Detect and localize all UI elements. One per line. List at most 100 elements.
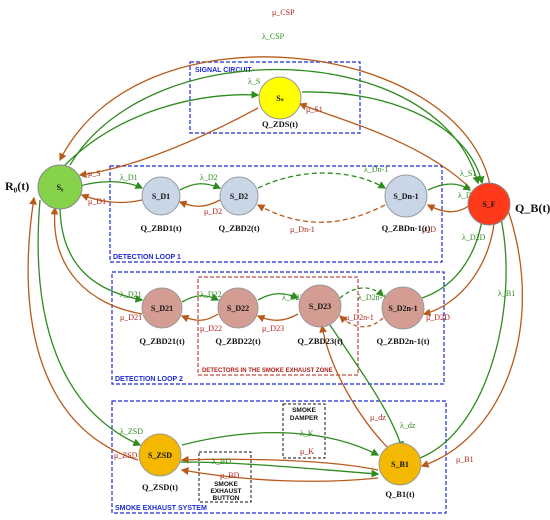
- arrow-lambda-dn1: [257, 172, 387, 189]
- rate-mu-dn1: μ_Dn-1: [290, 225, 315, 234]
- arrow-mu-d2n1: [339, 315, 384, 328]
- state-sdn1: S_Dn-1: [384, 174, 428, 218]
- arrow-lambda-d2: [179, 181, 222, 191]
- arrow-mu-zsd: [27, 196, 139, 461]
- rate-lambda-d2n1: λ_D2n-1: [358, 293, 386, 302]
- rate-mu-d1: μ_D1: [88, 197, 106, 206]
- rate-mu-d: μ_D: [422, 225, 436, 234]
- qb-label: Q_B(t): [515, 201, 550, 215]
- rate-mu-d2d: μ_D2D: [426, 313, 450, 322]
- rate-lambda-csp: λ_CSP: [262, 32, 285, 41]
- arrow-lambda-d2d: [421, 212, 486, 299]
- arrow-mu-d: [426, 204, 471, 213]
- smoke-zone-box: [197, 276, 359, 376]
- arrow-mu-d2d: [422, 213, 496, 317]
- button-line1: SMOKE: [214, 481, 239, 488]
- arrow-mu-d2: [178, 199, 221, 209]
- smoke-damper-line1: SMOKE: [292, 407, 317, 414]
- q-szsd: Q_ZSD(t): [142, 482, 178, 492]
- button-line2: EXHAUST: [210, 488, 241, 495]
- state-s0-label: S₀: [57, 183, 64, 192]
- rate-mu-d21: μ_D21: [120, 313, 142, 322]
- arrow-lambda-d: [427, 183, 472, 191]
- rate-lambda-bd: λ_BD: [212, 457, 231, 466]
- arrow-lambda-b1: [419, 212, 507, 459]
- rate-mu-zsd: μ_ZSD: [114, 451, 138, 460]
- smoke-zone-title: DETECTORS IN THE SMOKE EXHAUST ZONE: [202, 368, 333, 374]
- rate-lambda-d22: λ_D22: [200, 290, 222, 299]
- rate-mu-s: μ_S: [88, 169, 101, 178]
- rate-lambda-dn1: λ_Dn-1: [364, 165, 388, 174]
- arrow-mu-k: [180, 455, 379, 471]
- q-sb1: Q_B1(t): [385, 489, 414, 499]
- arrow-lambda-zsd: [37, 199, 142, 446]
- q-sd2n1: Q_ZBD2n-1(t): [377, 336, 430, 346]
- arrow-mu-b1: [420, 209, 524, 468]
- state-szsd-label: S_ZSD: [148, 451, 172, 460]
- smoke-damper-box: [282, 403, 326, 459]
- state-sdn1-label: S_Dn-1: [393, 192, 418, 201]
- arrow-mu-d1: [80, 193, 143, 204]
- rate-mu-d22: μ_D22: [200, 324, 222, 333]
- arrow-mu-dn1: [256, 204, 386, 223]
- q-sd2: Q_ZBD2(t): [218, 223, 259, 233]
- state-sd2-label: S_D2: [230, 192, 248, 201]
- state-ss-label: Sₛ: [276, 94, 284, 103]
- arrow-lambda-s1: [301, 91, 485, 185]
- state-ss: Sₛ: [258, 76, 302, 120]
- q-ss: Q_ZDS(t): [262, 119, 298, 129]
- signal-circuit-title: SIGNAL CIRCUIT: [195, 67, 252, 74]
- q-sd22: Q_ZBD22(t): [215, 336, 261, 346]
- rate-lambda-d23: λ_D23: [282, 293, 304, 302]
- q-sd1: Q_ZBD1(t): [140, 223, 181, 233]
- rate-lambda-b1: λ_B1: [498, 289, 515, 298]
- detection-loop1-title: DETECTION LOOP 1: [113, 254, 181, 261]
- state-sd1: S_D1: [141, 176, 181, 216]
- smoke-exhaust-box: [111, 400, 447, 514]
- rate-mu-k: μ_K: [300, 447, 314, 456]
- state-sd22-label: S_D22: [227, 304, 249, 313]
- state-sf: S_F: [467, 182, 511, 226]
- arrow-lambda-d22: [181, 293, 220, 303]
- detection-loop1-box: [109, 165, 443, 263]
- q-sdn1: Q_ZBDn-1(t): [382, 223, 431, 233]
- state-sd23: S_D23: [298, 284, 342, 328]
- state-sd22: S_D22: [217, 287, 259, 329]
- rate-lambda-s1: λ_S1: [460, 169, 476, 178]
- q-sd23: Q_ZBD23(t): [297, 336, 343, 346]
- arrow-lambda-bd: [179, 461, 380, 478]
- rate-mu-dz: μ_dz: [370, 413, 386, 422]
- rate-lambda-d: λ_D: [458, 191, 472, 200]
- rate-mu-b1: μ_B1: [456, 455, 474, 464]
- state-sb1-label: S_B1: [391, 460, 409, 469]
- arrow-mu-s: [78, 107, 259, 179]
- smoke-exhaust-title: SMOKE EXHAUST SYSTEM: [115, 505, 207, 512]
- arrow-lambda-csp: [69, 68, 481, 185]
- rate-mu-bd: μ_BD: [220, 471, 240, 480]
- state-sd2n1-label: S_D2n-1: [388, 304, 417, 313]
- rate-mu-d2n1: μ_D2n-1: [345, 313, 374, 322]
- signal-circuit-box: [189, 61, 361, 134]
- arrow-mu-csp: [59, 56, 491, 186]
- button-line3: BUTTON: [213, 495, 240, 502]
- detection-loop2-title: DETECTION LOOP 2: [115, 376, 183, 383]
- arrow-mu-dz: [319, 324, 391, 451]
- rate-lambda-s: λ_S: [248, 77, 260, 86]
- rate-mu-csp: μ_CSP: [272, 8, 295, 17]
- state-sd2n1: S_D2n-1: [381, 286, 425, 330]
- arrow-lambda-k: [181, 432, 380, 456]
- arrow-mu-d23: [256, 313, 299, 323]
- smoke-exhaust-button-box: [198, 451, 252, 503]
- r0-label: R₀(t): [5, 179, 29, 193]
- arrow-lambda-s: [64, 90, 260, 166]
- rate-lambda-dz: λ_dz: [400, 421, 416, 430]
- state-sf-label: S_F: [482, 200, 495, 209]
- arrow-mu-s1: [298, 102, 471, 189]
- rate-mu-d23: μ_D23: [262, 324, 284, 333]
- state-sd2: S_D2: [219, 176, 259, 216]
- rate-mu-s1: μ_S1: [306, 105, 323, 114]
- arrow-lambda-dz: [329, 324, 404, 450]
- arrow-mu-d21: [50, 206, 143, 315]
- rate-mu-d2: μ_D2: [204, 207, 222, 216]
